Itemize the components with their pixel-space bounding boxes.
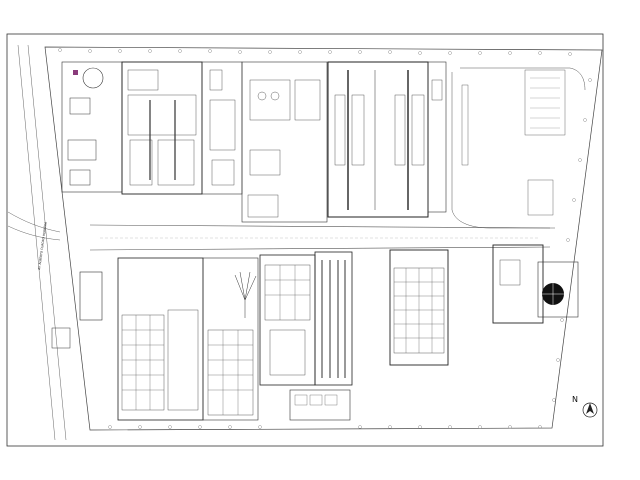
north-label: N [572, 395, 578, 404]
access-road-left [7, 44, 67, 441]
perimeter-trees [58, 48, 592, 429]
parking-area [451, 67, 586, 229]
building-offices-south [289, 389, 351, 421]
internal-road [89, 224, 551, 251]
building-storage-center [202, 257, 259, 421]
road-label: AV. ALBERTO CUADRO HERRERA [37, 221, 48, 270]
building-racks-b [314, 251, 353, 386]
sheet-border [6, 33, 604, 447]
treatment-plant-east [492, 244, 579, 324]
building-racks-a [259, 254, 316, 386]
building-cold-storage [389, 249, 449, 366]
building-guardhouse [51, 271, 103, 349]
north-arrow [582, 402, 598, 418]
building-utilities [241, 61, 328, 223]
property-boundary [44, 46, 603, 431]
building-annex-north [427, 61, 447, 213]
